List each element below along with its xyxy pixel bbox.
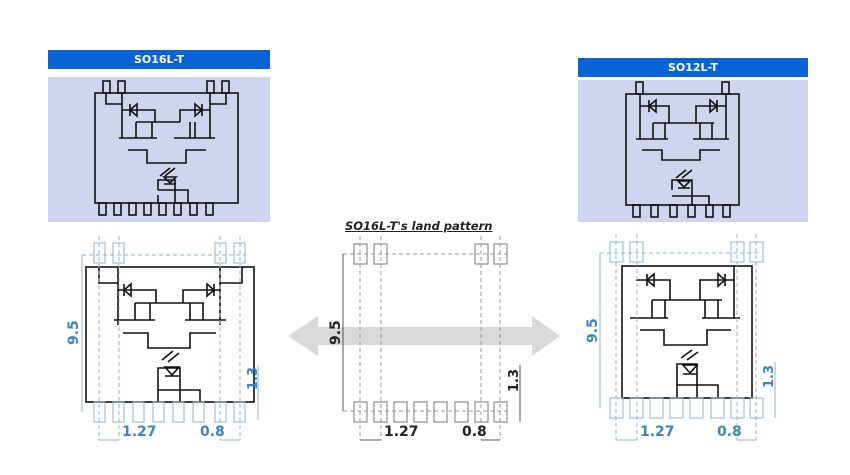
right-package-header: SO12L-T [578, 58, 808, 77]
left-dim-pad-width: 0.8 [200, 424, 225, 440]
left-dim-height: 9.5 [66, 320, 82, 345]
land-pattern-title: SO16L-T's land pattern [345, 219, 493, 233]
double-arrow [288, 316, 560, 356]
right-schematic-top [625, 81, 740, 218]
pin [128, 202, 137, 216]
pin [98, 202, 107, 216]
left-package-outline [85, 266, 255, 403]
pin [143, 202, 152, 216]
left-schematic-top [94, 80, 239, 216]
right-dim-pad-width: 0.8 [717, 424, 742, 440]
right-dim-height: 9.5 [585, 318, 601, 343]
left-dim-pad-length: 1.3 [246, 367, 261, 390]
center-dim-height: 9.5 [328, 320, 344, 345]
pin [205, 202, 214, 216]
right-dim-pitch: 1.27 [640, 424, 675, 440]
right-dim-pad-length: 1.3 [762, 365, 777, 388]
pin [113, 202, 122, 216]
center-dim-pitch: 1.27 [384, 424, 419, 440]
pin [158, 202, 167, 216]
pin [173, 202, 182, 216]
left-package-header: SO16L-T [48, 50, 270, 69]
right-package-outline [621, 265, 753, 399]
pin [189, 202, 198, 216]
left-dim-pitch: 1.27 [122, 424, 157, 440]
center-dim-pad-length: 1.3 [507, 369, 522, 392]
left-pads [93, 242, 246, 423]
right-package-panel [578, 80, 808, 222]
left-package-panel [48, 77, 270, 222]
center-dim-pad-width: 0.8 [462, 424, 487, 440]
right-pads [609, 241, 764, 419]
